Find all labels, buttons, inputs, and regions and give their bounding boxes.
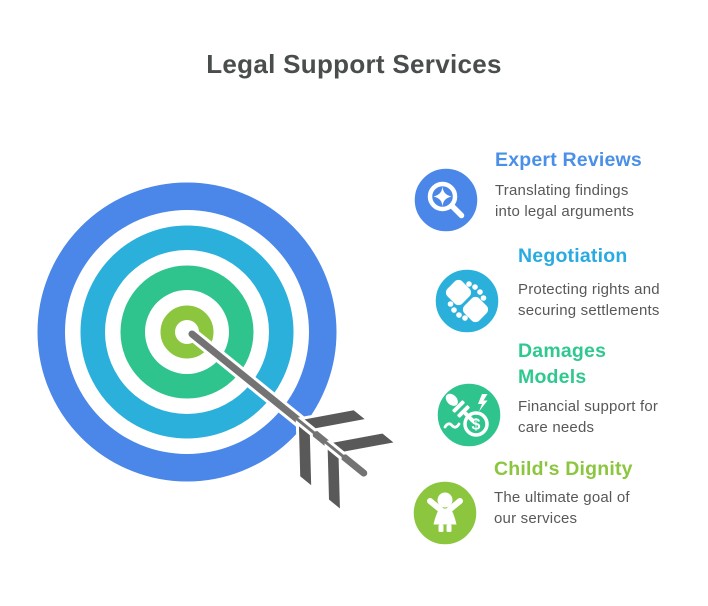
page-title: Legal Support Services xyxy=(206,49,502,79)
description-line: care needs xyxy=(518,419,595,436)
description-line: securing settlements xyxy=(518,302,660,319)
arrow xyxy=(185,327,401,515)
item-heading: Child's Dignity xyxy=(494,458,633,480)
gavel-money-icon: $ xyxy=(434,380,504,450)
arrow-fletching xyxy=(324,443,344,515)
item-heading: Expert Reviews xyxy=(495,149,642,171)
child-icon xyxy=(410,478,480,548)
magnifier-sparkle-icon xyxy=(411,165,481,235)
item-description: The ultimate goal of our services xyxy=(494,487,704,529)
description-line: our services xyxy=(494,510,578,527)
item-heading: Damages Models xyxy=(518,340,607,388)
description-line: Financial support for xyxy=(518,398,659,415)
arrow-fletching xyxy=(295,419,315,492)
description-line: Translating findings xyxy=(495,182,629,199)
item-heading: Negotiation xyxy=(518,245,628,267)
item-description: Protecting rights and securing settlemen… xyxy=(518,279,708,321)
description-line: into legal arguments xyxy=(495,203,635,220)
item-description: Financial support for care needs xyxy=(518,396,708,438)
svg-text:$: $ xyxy=(472,417,481,434)
arrow-fletching xyxy=(326,430,401,455)
description-line: The ultimate goal of xyxy=(494,489,630,506)
arrow-shaft xyxy=(185,327,371,480)
fist-bump-icon xyxy=(432,266,502,336)
description-line: Protecting rights and xyxy=(518,281,660,298)
arrow-fletching xyxy=(297,407,372,432)
bullseye-arrow-illustration xyxy=(36,181,401,515)
item-description: Translating findings into legal argument… xyxy=(495,180,705,222)
